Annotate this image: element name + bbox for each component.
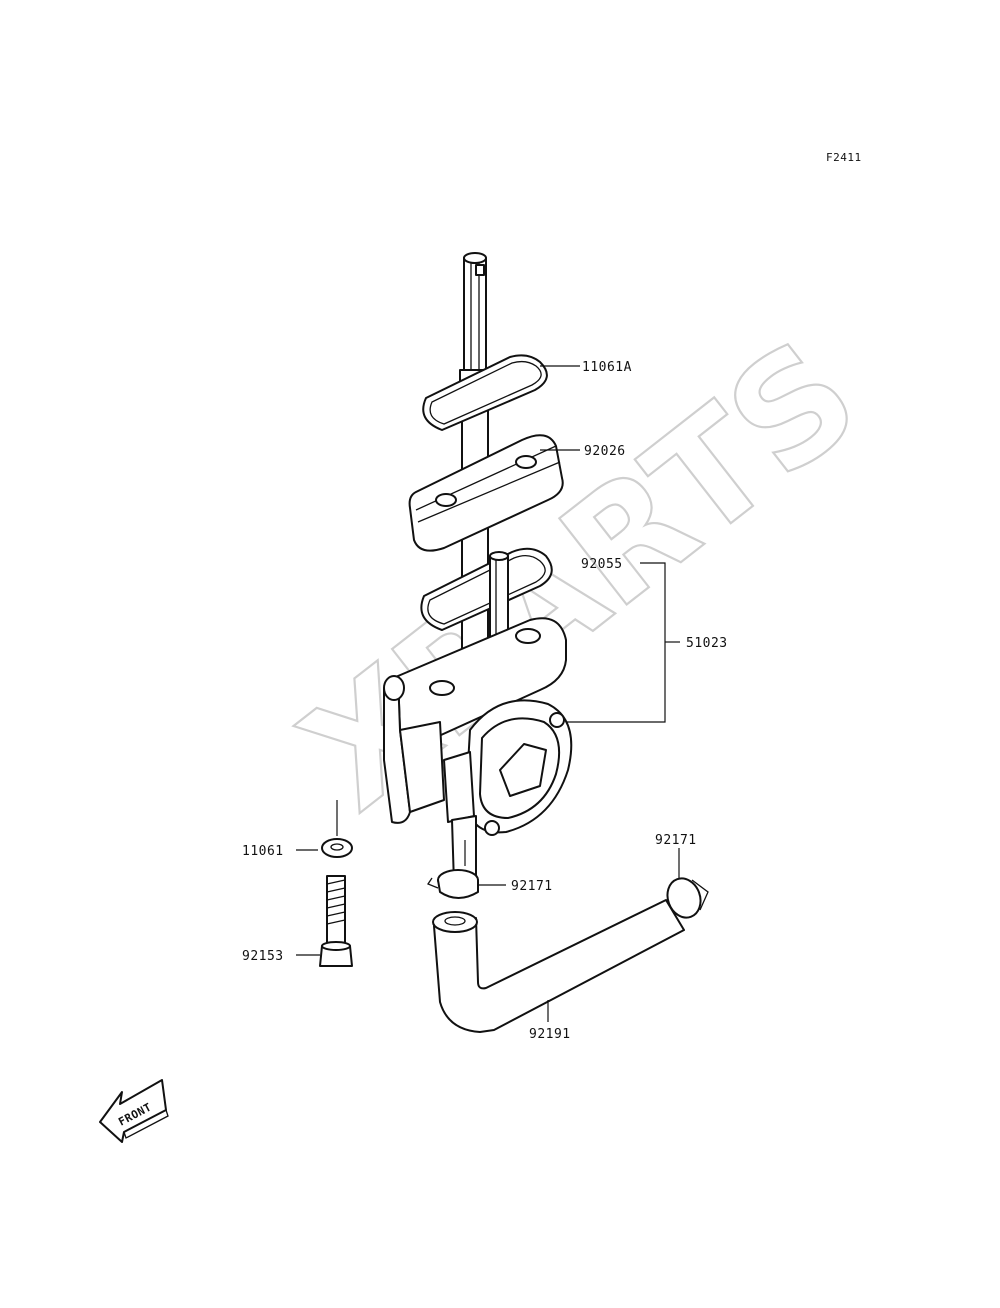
front-direction-arrow: FRONT	[99, 1079, 169, 1143]
leader-lines	[296, 365, 680, 1022]
callout-92191: 92191	[529, 1027, 571, 1042]
callout-92026: 92026	[584, 444, 626, 459]
hose-clamp-92171-right	[666, 877, 709, 919]
callout-92055: 92055	[581, 557, 623, 572]
o-ring-11061A	[422, 354, 548, 431]
o-ring-92055	[420, 547, 553, 631]
fuel-valve-body-51023	[383, 617, 573, 889]
callout-11061: 11061	[242, 844, 284, 859]
callout-92153: 92153	[242, 949, 284, 964]
washer-11061	[321, 838, 353, 858]
figure-code: F2411	[826, 151, 862, 164]
fuel-hose-92191	[432, 899, 685, 1033]
callout-92171-right: 92171	[655, 833, 697, 848]
strainer-plate-92026	[408, 434, 564, 552]
svg-text:XPARTS: XPARTS	[272, 308, 889, 843]
hose-clamp-92171-left	[427, 869, 479, 899]
callout-92171-left: 92171	[511, 879, 553, 894]
callout-51023: 51023	[686, 636, 728, 651]
bolt-92153	[319, 875, 353, 967]
watermark: XPARTS	[271, 307, 890, 845]
callout-11061A: 11061A	[582, 360, 632, 375]
